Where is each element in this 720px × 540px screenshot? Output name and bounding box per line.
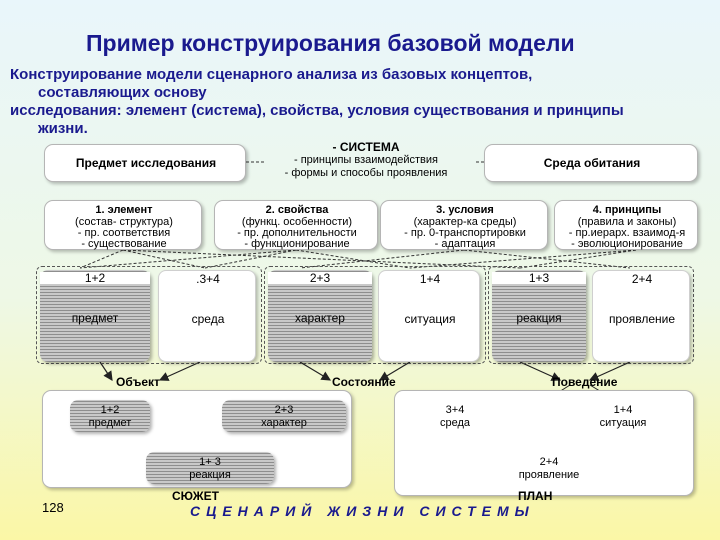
- concept-principles-l3: - эволюционирование: [571, 238, 683, 250]
- concept-element-l3: - существование: [81, 238, 167, 250]
- pair-environment-box: .3+4 среда: [158, 270, 256, 362]
- group-object-label: Объект: [116, 375, 160, 389]
- concept-conditions-box: 3. условия (характер-ка среды) - пр. 0-т…: [380, 200, 548, 250]
- plan-environment-code: 3+4: [445, 404, 465, 416]
- pair-manifestation-label: проявление: [608, 312, 676, 326]
- group-state-label: Состояние: [332, 375, 396, 389]
- habitat-box: Среда обитания: [484, 144, 698, 182]
- system-line-1: - принципы взаимодействия: [293, 154, 438, 166]
- pair-situation-label: ситуация: [404, 312, 456, 326]
- pair-group-object: [36, 266, 262, 364]
- concept-conditions-head: 3. условия: [436, 204, 494, 216]
- plan-label: ПЛАН: [518, 489, 553, 503]
- pair-manifestation-code: 2+4: [631, 272, 653, 286]
- pair-situation-code: 1+4: [419, 272, 441, 286]
- concept-properties-box: 2. свойства (функц. особенности) - пр. д…: [214, 200, 378, 250]
- pair-character-code: 2+3: [268, 272, 372, 284]
- plan-environment-label: среда: [439, 417, 471, 429]
- pair-character-box: 2+3 характер: [268, 270, 372, 362]
- plot-reaction-label: реакция: [189, 469, 231, 481]
- system-line-2: - формы и способы проявления: [284, 167, 448, 179]
- concept-properties-l2: - пр. дополнительности: [237, 227, 357, 239]
- plot-subject-box: 1+2 предмет: [70, 400, 150, 432]
- subject-label: Предмет исследования: [75, 156, 217, 170]
- system-title: - СИСТЕМА: [332, 140, 400, 154]
- footer-title: СЦЕНАРИЙ ЖИЗНИ СИСТЕМЫ: [190, 503, 535, 519]
- concept-element-head: 1. элемент: [95, 204, 153, 216]
- concept-principles-head: 4. принципы: [592, 204, 662, 216]
- plan-manifestation-code: 2+4: [539, 456, 559, 468]
- pair-reaction-code: 1+3: [492, 272, 586, 284]
- pair-group-behavior: [488, 266, 694, 364]
- pair-subject-box: 1+2 предмет: [40, 270, 150, 362]
- pair-reaction-box: 1+3 реакция: [492, 270, 586, 362]
- plot-character-code: 2+3: [274, 404, 294, 416]
- plan-panel: [394, 390, 694, 496]
- group-behavior-label: Поведение: [552, 375, 618, 389]
- plan-manifestation-label: проявление: [518, 469, 580, 481]
- plot-character-label: характер: [261, 417, 307, 429]
- plot-reaction-code: 1+ 3: [199, 456, 221, 468]
- intro-line-2: составляющих основу: [38, 84, 207, 101]
- pair-group-state: [264, 266, 486, 364]
- plot-subject-label: предмет: [88, 417, 132, 429]
- pair-subject-code: 1+2: [40, 272, 150, 284]
- plan-situation-label: ситуация: [599, 417, 647, 429]
- intro-line-1: Конструирование модели сценарного анализ…: [10, 66, 533, 83]
- system-block: - СИСТЕМА - принципы взаимодействия - фо…: [250, 141, 482, 180]
- plan-situation-code: 1+4: [613, 404, 633, 416]
- plot-reaction-box: 1+ 3 реакция: [146, 452, 274, 484]
- concept-properties-l1: (функц. особенности): [241, 216, 353, 228]
- intro-line-3: исследования: элемент (система), свойств…: [10, 102, 624, 119]
- concept-principles-l2: - пр.иерарх. взаимод-я: [568, 227, 686, 239]
- subject-box: Предмет исследования: [44, 144, 246, 182]
- concept-conditions-l1: (характер-ка среды): [413, 216, 517, 228]
- concept-principles-box: 4. принципы (правила и законы) - пр.иера…: [554, 200, 698, 250]
- concept-properties-head: 2. свойства: [265, 204, 329, 216]
- pair-manifestation-box: 2+4 проявление: [592, 270, 690, 362]
- pair-subject-label: предмет: [71, 311, 119, 325]
- concept-properties-l3: - функционирование: [244, 238, 350, 250]
- plot-character-box: 2+3 характер: [222, 400, 346, 432]
- slide-title: Пример конструирования базовой модели: [86, 30, 575, 56]
- plot-label: СЮЖЕТ: [172, 489, 219, 503]
- pair-reaction-label: реакция: [516, 311, 562, 325]
- intro-line-4: жизни.: [38, 120, 88, 137]
- page-number: 128: [42, 500, 64, 515]
- pair-character-label: характер: [295, 311, 345, 325]
- pair-environment-code: .3+4: [196, 272, 220, 286]
- intro-text: Конструирование модели сценарного анализ…: [10, 66, 710, 138]
- concept-conditions-l3: - адаптация: [434, 238, 496, 250]
- concept-conditions-l2: - пр. 0-транспортировки: [404, 227, 526, 239]
- plot-subject-code: 1+2: [100, 404, 120, 416]
- habitat-label: Среда обитания: [543, 156, 641, 170]
- concept-element-l1: (состав- структура): [75, 216, 173, 228]
- concept-principles-l1: (правила и законы): [577, 216, 677, 228]
- pair-situation-box: 1+4 ситуация: [378, 270, 480, 362]
- pair-environment-label: среда: [191, 312, 225, 326]
- concept-element-l2: - пр. соответствия: [77, 227, 171, 239]
- concept-element-box: 1. элемент (состав- структура) - пр. соо…: [44, 200, 202, 250]
